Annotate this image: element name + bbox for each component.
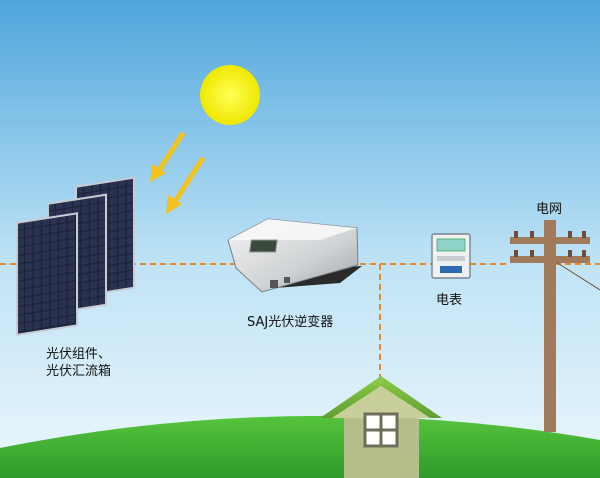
meter-label: 电表 (436, 293, 463, 308)
solar-panels-label-line2: 光伏汇流箱 (46, 364, 112, 379)
sun-icon (200, 65, 260, 125)
grid-label: 电网 (536, 202, 563, 217)
solar-panel-icon (16, 176, 135, 336)
sunlight-arrow-icon (150, 131, 206, 214)
solar-panels-label: 光伏组件、 光伏汇流箱 (46, 346, 111, 380)
inverter-label: SAJ光伏逆变器 (247, 315, 334, 330)
inverter-icon (227, 218, 362, 293)
electric-meter-icon (431, 233, 471, 279)
house-icon (320, 376, 442, 478)
grass-ground (0, 415, 600, 478)
solar-panels-label-line1: 光伏组件、 (46, 347, 112, 362)
utility-pole-icon (510, 220, 600, 432)
